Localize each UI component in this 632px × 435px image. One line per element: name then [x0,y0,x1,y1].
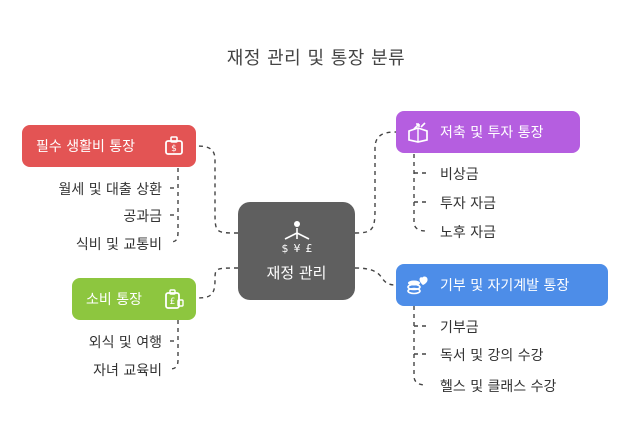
connector-savings [354,131,397,234]
center-node: $ ¥ £ 재정 관리 [238,202,355,300]
connector-donation [354,267,397,286]
savings-item-retirement: 노후 자금 [440,225,496,241]
donation-item-reading-lectures: 독서 및 강의 수강 [440,348,544,364]
branch-spending: 소비 통장 £ [72,278,196,320]
essentials-item-utilities: 공과금 [123,209,162,225]
wallet-icon: $ [162,134,186,158]
branch-donation: 기부 및 자기계발 통장 [396,264,608,306]
connector-spending [195,267,239,299]
connector-donation-tree [413,306,427,386]
connector-essentials [195,145,239,234]
spending-item-child-education: 자녀 교육비 [93,363,162,379]
growth-box-icon [406,120,430,144]
branch-donation-label: 기부 및 자기계발 통장 [440,278,570,294]
svg-text:£: £ [170,297,176,307]
money-flow-icon: $ ¥ £ [275,220,319,258]
svg-text:¥: ¥ [293,242,300,254]
connector-spending-tree [169,320,179,370]
svg-text:$: $ [171,144,177,154]
connector-savings-tree [413,154,427,232]
branch-spending-label: 소비 통장 [86,292,142,308]
branch-savings-label: 저축 및 투자 통장 [440,125,544,141]
heart-coins-icon [406,273,430,297]
donation-item-donation: 기부금 [440,320,479,336]
branch-essentials: 필수 생활비 통장 $ [22,125,196,167]
donation-item-gym-classes: 헬스 및 클래스 수강 [440,379,557,395]
savings-item-investment: 투자 자금 [440,196,496,212]
connector-essentials-tree [169,168,179,243]
essentials-item-food-transport: 식비 및 교통비 [75,237,162,253]
svg-text:$: $ [281,242,288,254]
svg-text:£: £ [305,242,312,254]
pound-wallet-icon: £ [162,287,186,311]
diagram-title: 재정 관리 및 통장 분류 [226,48,406,69]
branch-essentials-label: 필수 생활비 통장 [36,139,136,155]
savings-item-emergency: 비상금 [440,167,479,183]
center-label: 재정 관리 [266,263,327,282]
essentials-item-rent: 월세 및 대출 상환 [58,182,162,198]
spending-item-dining-travel: 외식 및 여행 [88,335,162,351]
branch-savings: 저축 및 투자 통장 [396,111,580,153]
